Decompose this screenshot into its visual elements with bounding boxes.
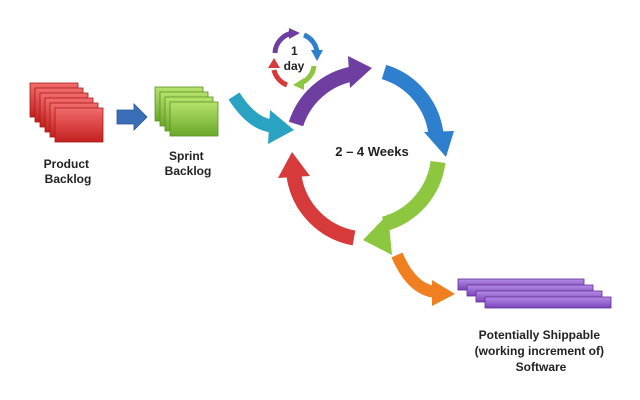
shippable-software-label: Potentially Shippable (working increment… xyxy=(475,328,608,374)
daily-cycle-label: 1 day xyxy=(284,44,305,73)
sprint-duration-label: 2 – 4 Weeks xyxy=(335,144,408,159)
shippable-increment-stack xyxy=(457,278,612,309)
daily-cycle xyxy=(268,28,323,90)
product-backlog-stack xyxy=(29,82,104,143)
daily-arc-red xyxy=(271,69,289,88)
daily-arc-blue xyxy=(302,32,320,53)
sprint-cycle xyxy=(278,56,454,255)
cycle-arc-blue xyxy=(381,64,444,136)
product-backlog-label: Product Backlog xyxy=(44,157,93,186)
sprint-backlog-stack xyxy=(154,86,219,137)
cycle-arc-purple xyxy=(288,66,354,127)
sprint-backlog-label: Sprint Backlog xyxy=(165,149,212,178)
output-arrow xyxy=(391,252,455,306)
into-sprint-arrow xyxy=(228,92,294,144)
cycle-arc-red xyxy=(286,174,356,246)
backlog-to-sprint-arrow xyxy=(116,103,148,131)
cycle-arc-green xyxy=(381,160,446,232)
